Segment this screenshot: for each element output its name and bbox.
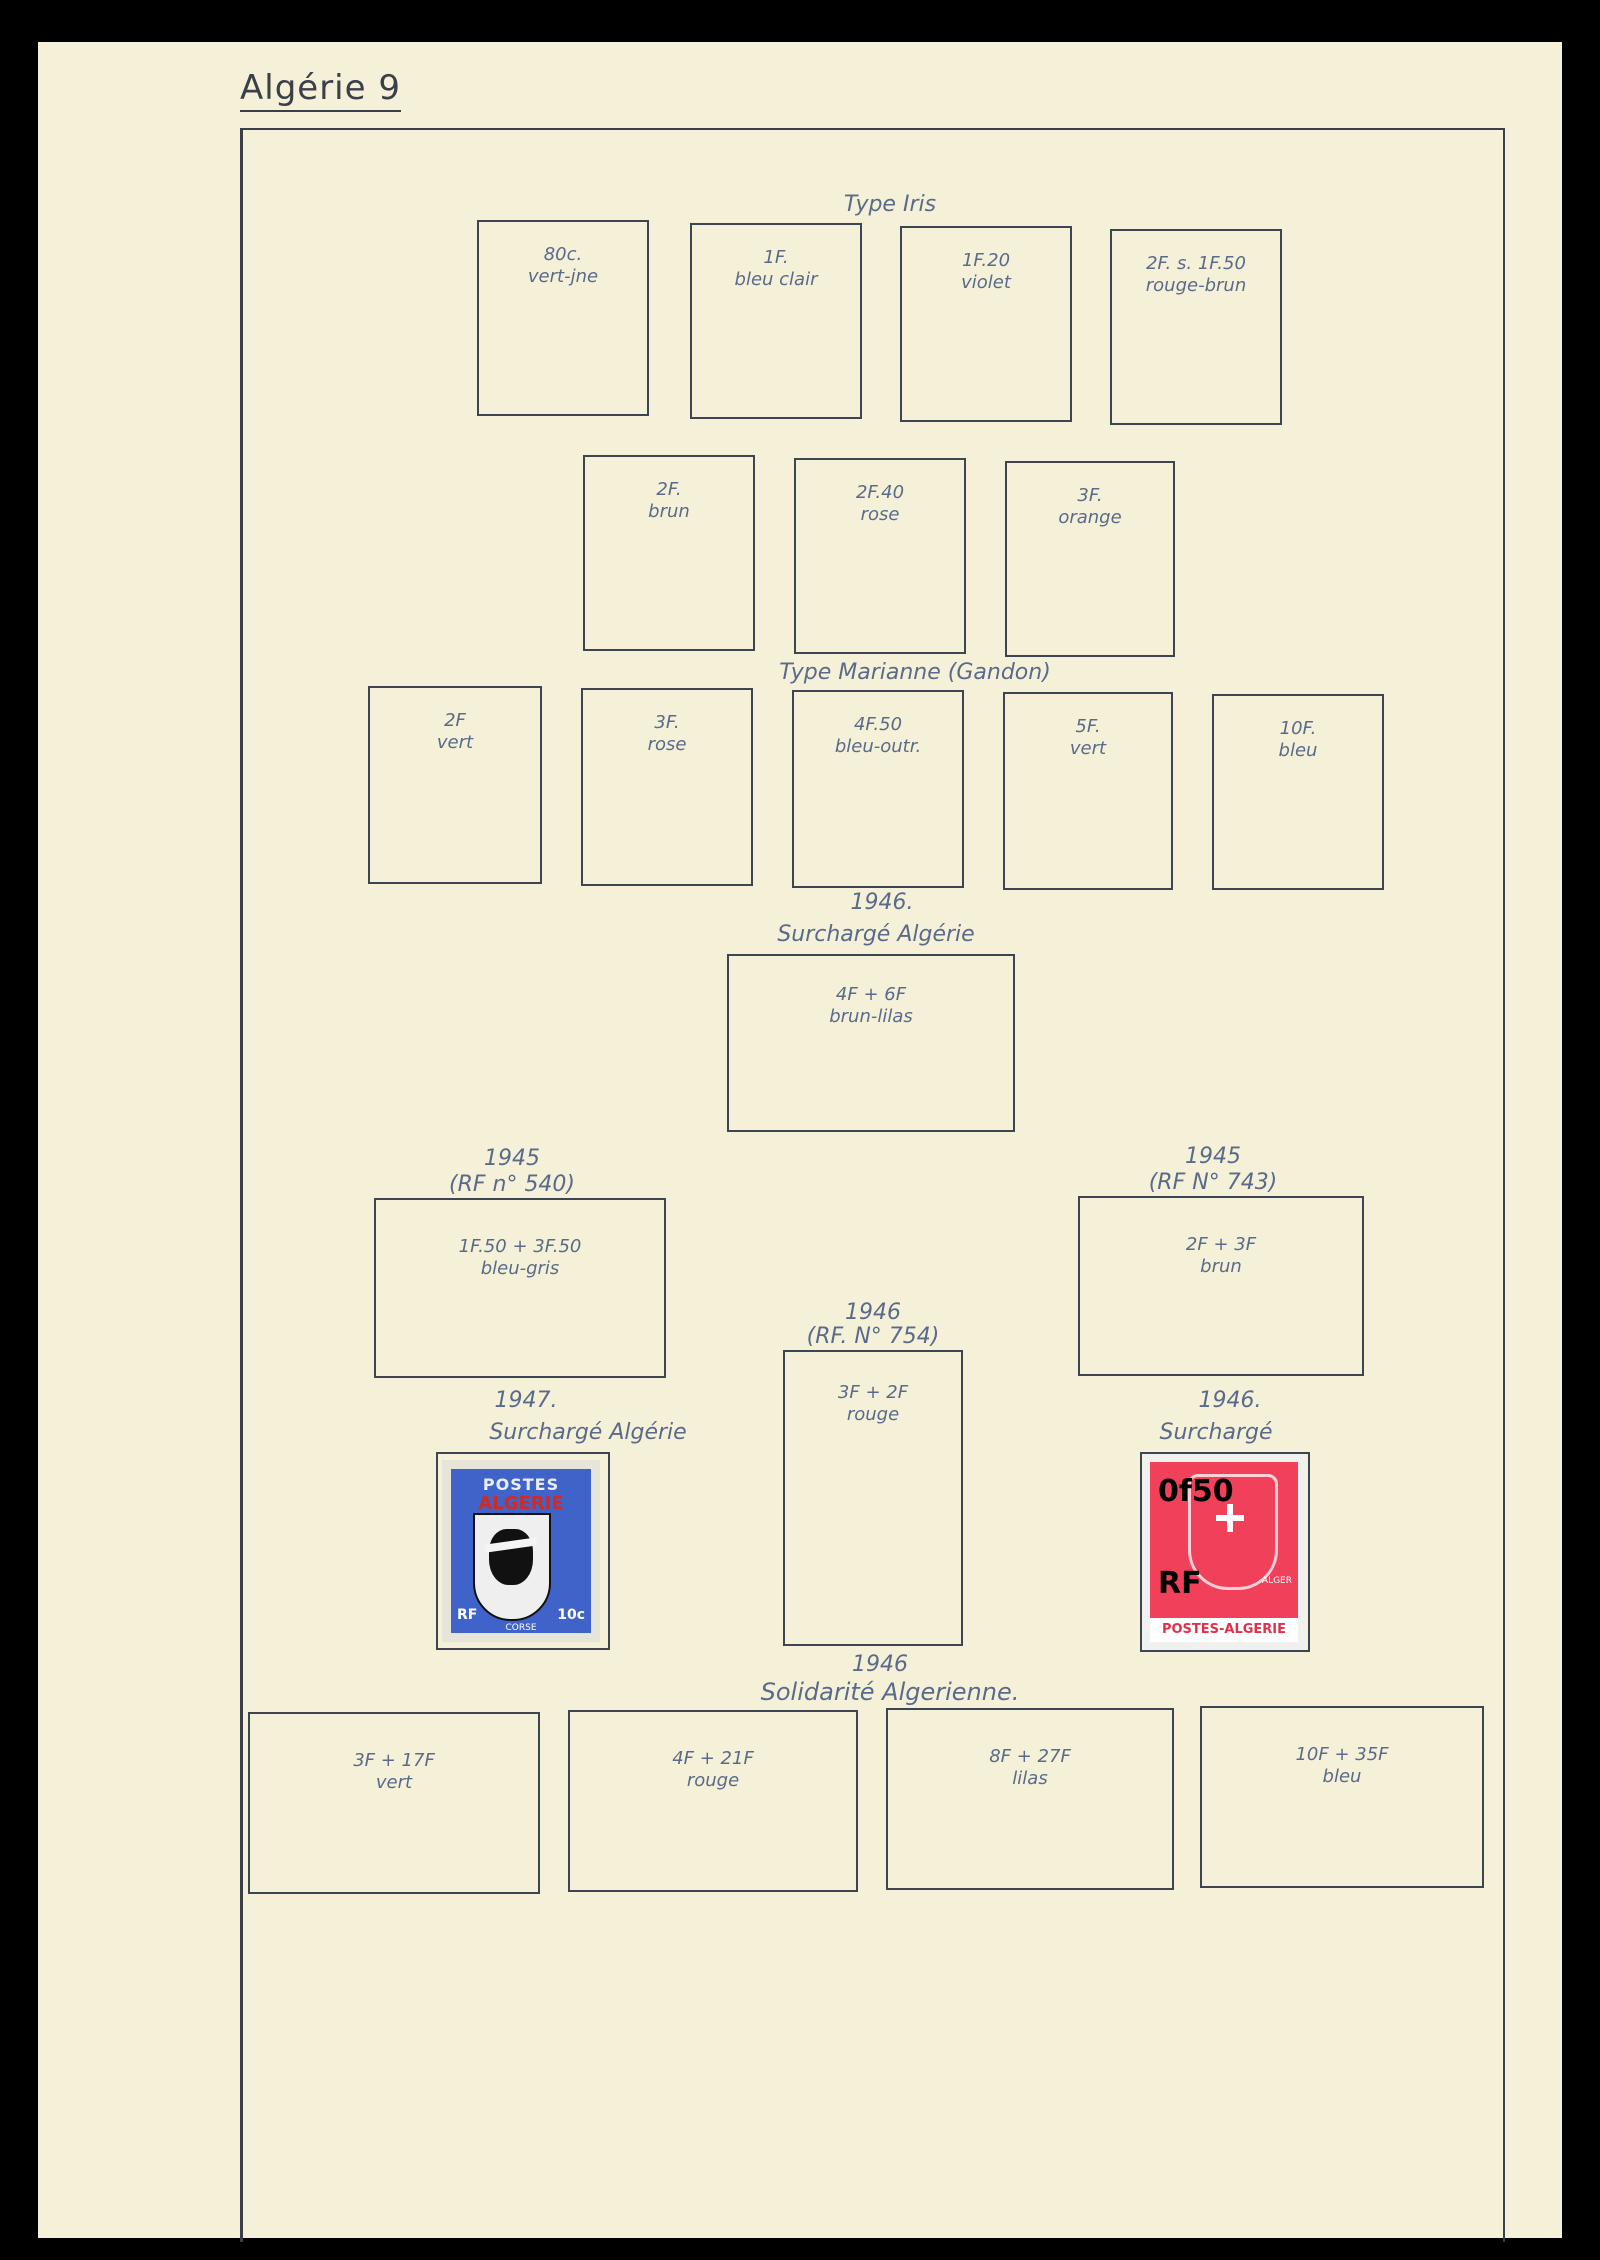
stamp-value: 8F + 27F <box>989 1746 1071 1767</box>
marianne-box-2: 3F.rose <box>581 688 753 886</box>
stamp-value: 2F. <box>656 479 682 500</box>
reference-label: (RF N° 743) <box>1148 1170 1278 1195</box>
stamp-value: 4F.50 <box>853 714 903 735</box>
coat-of-arms-icon <box>1188 1474 1278 1590</box>
surcharge-title: Surchargé Algérie <box>489 1420 687 1445</box>
stamp-denomination: 10c <box>557 1607 585 1623</box>
year-label: 1947. <box>494 1388 558 1413</box>
mount-1947 <box>436 1452 610 1650</box>
stamp-value: 3F + 17F <box>353 1750 435 1771</box>
year-label: 1945 <box>484 1146 540 1171</box>
stamp-color: vert <box>1069 738 1107 759</box>
corse-stamp: POSTES ALGERIE RF 10c CORSE <box>442 1460 600 1642</box>
iris-box-2: 1F.bleu clair <box>690 223 862 419</box>
stamp-value: 2F. s. 1F.50 <box>1146 253 1246 274</box>
marianne-box-5: 10F.bleu <box>1212 694 1384 890</box>
stamp-value: 5F. <box>1075 716 1101 737</box>
solidarite-title: Solidarité Algerienne. <box>760 1678 1020 1706</box>
iris-title: Type Iris <box>843 192 937 217</box>
stamp-color: brun-lilas <box>829 1006 913 1027</box>
stamp-overprint: ALGERIE <box>478 1493 564 1514</box>
stamp-value: 80c. <box>543 244 583 265</box>
stamp-caption: CORSE <box>505 1623 537 1633</box>
stamp-color: bleu <box>1278 740 1318 761</box>
stamp-value: 10F. <box>1279 718 1317 739</box>
stamp-value: 1F.20 <box>961 250 1011 271</box>
stamp-city: ALGER <box>1261 1576 1292 1586</box>
moor-head-icon <box>489 1529 533 1585</box>
album-page: Algérie 9 Type Iris 80c.vert-jne 1F.bleu… <box>38 42 1562 2242</box>
stamp-footer: POSTES-ALGERIE <box>1150 1618 1298 1642</box>
stamp-color: rouge-brun <box>1145 275 1247 296</box>
stamp-value: 3F + 2F <box>837 1382 909 1403</box>
stamp-value: 3F. <box>654 712 680 733</box>
stamp-color: violet <box>961 272 1011 293</box>
marianne-title: Type Marianne (Gandon) <box>779 660 1051 685</box>
iris-box-5: 2F.brun <box>583 455 755 651</box>
stamp-value: 4F + 21F <box>672 1748 754 1769</box>
iris-box-1: 80c.vert-jne <box>477 220 649 416</box>
stamp-header: POSTES <box>482 1475 560 1494</box>
stamp-color: bleu-gris <box>480 1258 560 1279</box>
stamp-color: brun <box>1200 1256 1242 1277</box>
stamp-color: vert-jne <box>527 266 599 287</box>
alger-stamp: 0f50 RF ALGER POSTES-ALGERIE <box>1142 1454 1306 1650</box>
stamp-color: rose <box>860 504 900 525</box>
stamp-color: orange <box>1058 507 1122 528</box>
year-label: 1946 <box>845 1300 901 1325</box>
stamp-color: rouge <box>846 1404 900 1425</box>
stamp-value: 2F <box>444 710 466 731</box>
page-frame <box>240 128 1505 2242</box>
stamp-value: 1F. <box>763 247 789 268</box>
stamp-value: 1F.50 + 3F.50 <box>458 1236 582 1257</box>
page-title: Algérie 9 <box>240 68 401 112</box>
stamp-color: rouge <box>686 1770 740 1791</box>
year-label: 1946. <box>850 890 914 915</box>
stamp-color: bleu clair <box>734 269 818 290</box>
stamp-value: 3F. <box>1077 485 1103 506</box>
stamp-value: 2F.40 <box>855 482 905 503</box>
year-label: 1946. <box>1198 1388 1262 1413</box>
reference-label: (RF. N° 754) <box>806 1324 940 1349</box>
stamp-rf: RF <box>457 1607 478 1623</box>
cross-icon <box>1216 1504 1244 1532</box>
stamp-surcharge: 0f50 <box>1158 1474 1234 1509</box>
marianne-box-4: 5F.vert <box>1003 692 1173 890</box>
stamp-color: vert <box>375 1772 413 1793</box>
year-label: 1946 <box>852 1652 908 1677</box>
stamp-color: rose <box>647 734 687 755</box>
stamp-value: 4F + 6F <box>835 984 907 1005</box>
stamp-color: bleu-outr. <box>834 736 922 757</box>
stamp-color: lilas <box>1012 1768 1048 1789</box>
reference-label: (RF n° 540) <box>448 1172 576 1197</box>
stamp-color: brun <box>648 501 690 522</box>
iris-box-7: 3F.orange <box>1005 461 1175 657</box>
year-label: 1945 <box>1185 1144 1241 1169</box>
stamp-color: vert <box>436 732 474 753</box>
stamp-rf: RF <box>1158 1566 1202 1601</box>
stamp-value: 2F + 3F <box>1185 1234 1257 1255</box>
surcharge-title: Surchargé <box>1159 1420 1273 1445</box>
surcharge-title: Surchargé Algérie <box>777 922 975 947</box>
stamp-value: 10F + 35F <box>1295 1744 1389 1765</box>
mount-1946-right <box>1140 1452 1310 1652</box>
stamp-color: bleu <box>1322 1766 1362 1787</box>
